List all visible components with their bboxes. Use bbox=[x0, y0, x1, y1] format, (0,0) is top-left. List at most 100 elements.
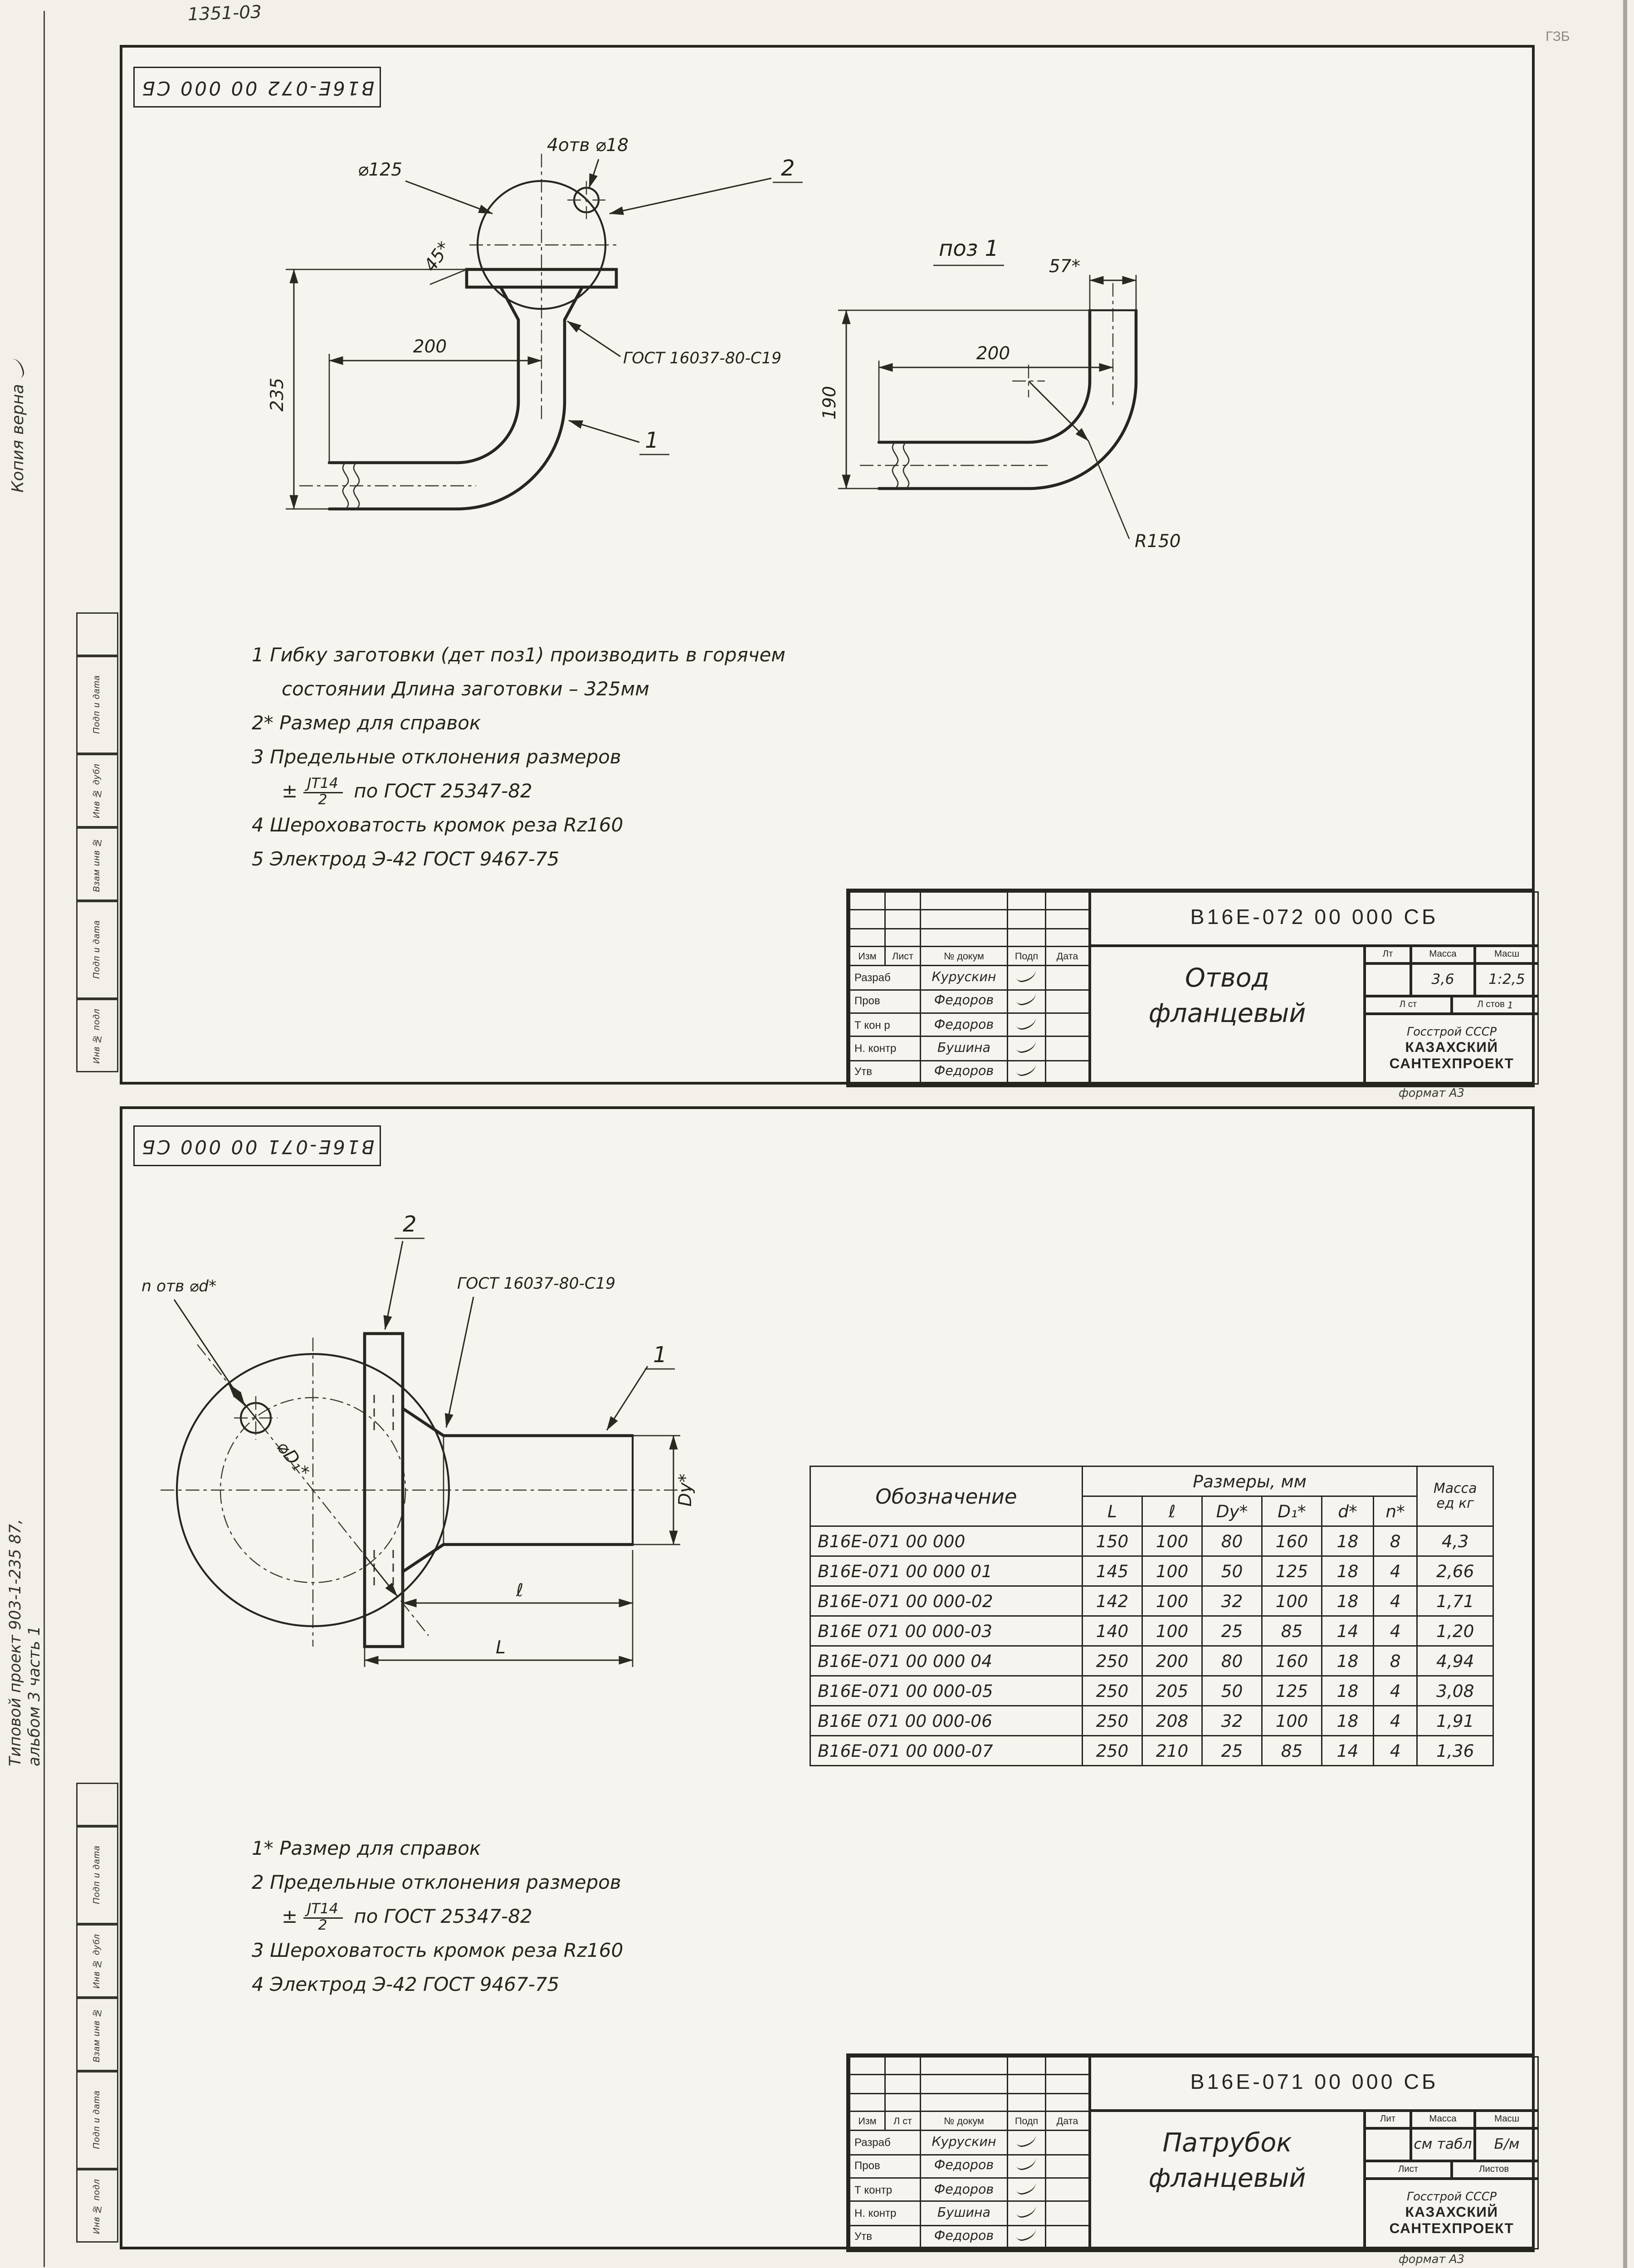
bend-outer-wall bbox=[455, 400, 566, 511]
change-row bbox=[849, 927, 1090, 947]
empty-cell bbox=[920, 909, 1008, 929]
value-cell: 208 bbox=[1141, 1705, 1203, 1736]
stamp-box-label: Взам инв № bbox=[93, 836, 102, 892]
format-label: формат А3 bbox=[1399, 1087, 1465, 1101]
pipe-walls bbox=[442, 1434, 634, 1546]
col-header: № докум bbox=[920, 2110, 1008, 2131]
product-title-line2: фланцевый bbox=[1148, 2164, 1306, 2194]
value-cell: 4,94 bbox=[1416, 1645, 1494, 1677]
signature-cell bbox=[1007, 965, 1046, 990]
doc-number: В16Е-072 00 000 СБ bbox=[1090, 891, 1539, 946]
tolerance-gost: по ГОСТ 25347-82 bbox=[354, 781, 532, 803]
label-bolt-holes: 4отв ⌀18 bbox=[547, 135, 629, 156]
empty-cell bbox=[920, 927, 1008, 947]
value-cell: 4 bbox=[1372, 1735, 1418, 1766]
value-cell: 3,08 bbox=[1416, 1675, 1494, 1706]
value-cell: 1,20 bbox=[1416, 1615, 1494, 1647]
designation-cell: В16Е-071 00 000 04 bbox=[810, 1645, 1083, 1677]
rotated-doc-stamp: В16Е-071 00 000 СБ bbox=[133, 1125, 381, 1166]
value-cell: 32 bbox=[1201, 1705, 1263, 1736]
tolerance-denominator: 2 bbox=[318, 791, 327, 808]
col-header: Дата bbox=[1045, 945, 1090, 967]
date-cell bbox=[1045, 1059, 1090, 1085]
stamp-box: Инв № дубл bbox=[76, 1924, 118, 1998]
value-cell: 160 bbox=[1261, 1645, 1322, 1677]
tolerance-sign: ± bbox=[282, 781, 298, 803]
signature-cell bbox=[1007, 2177, 1046, 2202]
flange-top-view-circle bbox=[476, 180, 607, 310]
col-header: Лист bbox=[884, 945, 921, 967]
format-label: формат А3 bbox=[1399, 2253, 1465, 2267]
org-line2: КАЗАХСКИЙ bbox=[1405, 1040, 1498, 1056]
note-line: 2 Предельные отклонения размеров bbox=[252, 1872, 621, 1894]
designation-cell: В16Е-071 00 000-02 bbox=[810, 1585, 1083, 1617]
pos-1-leader bbox=[606, 1366, 649, 1431]
value-cell: 4 bbox=[1372, 1555, 1418, 1587]
designation-cell: В16Е-071 00 000 bbox=[810, 1525, 1083, 1557]
mass-value: 3,6 bbox=[1411, 963, 1475, 996]
signature-cell bbox=[1007, 1036, 1046, 1061]
col-header-d1: D₁* bbox=[1261, 1496, 1322, 1527]
designation-cell: В16Е-071 00 000-07 bbox=[810, 1735, 1083, 1766]
stamp-box-label: Инв № дубл bbox=[93, 1933, 102, 1989]
change-row bbox=[849, 891, 1090, 911]
elbow-blank-drawing: поз 1 57* 200 190 bbox=[819, 236, 1181, 552]
value-cell: 145 bbox=[1082, 1555, 1143, 1587]
value-cell: 32 bbox=[1201, 1585, 1263, 1617]
bend-inner-wall bbox=[455, 400, 520, 464]
empty-cell bbox=[884, 2056, 921, 2076]
sheet-label: Лист bbox=[1365, 2161, 1452, 2179]
empty-cell bbox=[920, 891, 1008, 911]
radius-line bbox=[1028, 380, 1089, 442]
value-cell: 80 bbox=[1201, 1645, 1263, 1677]
note-line: 5 Электрод Э-42 ГОСТ 9467-75 bbox=[252, 849, 560, 871]
sheet-1-otvod: В16Е-072 00 000 СБ bbox=[120, 45, 1539, 1087]
stamp-box-label: Инв № подл bbox=[93, 2178, 102, 2234]
value-cell: 4,3 bbox=[1416, 1525, 1494, 1557]
date-cell bbox=[1045, 988, 1090, 1014]
note-line: 1 Гибку заготовки (дет поз1) производить… bbox=[252, 645, 785, 667]
bolt-holes-leader bbox=[173, 1299, 246, 1406]
empty-cell bbox=[849, 2074, 886, 2094]
stamp-box-label: Инв № подл bbox=[93, 1007, 102, 1064]
value-cell: 142 bbox=[1082, 1585, 1143, 1617]
designation-cell: В16Е-071 00 000-05 bbox=[810, 1675, 1083, 1706]
name-cell: Федоров bbox=[920, 1059, 1008, 1085]
weld-gost-label: ГОСТ 16037-80-С19 bbox=[623, 349, 781, 367]
organization-cell: Госстрой СССР КАЗАХСКИЙ САНТЕХПРОЕКТ bbox=[1365, 1014, 1539, 1085]
role-cell: Утв bbox=[849, 1059, 921, 1085]
org-line3: САНТЕХПРОЕКТ bbox=[1389, 1056, 1514, 1072]
org-line1: Госстрой СССР bbox=[1407, 2191, 1497, 2204]
value-cell: 200 bbox=[1141, 1645, 1203, 1677]
empty-cell bbox=[884, 927, 921, 947]
leader-bolt-holes bbox=[588, 159, 600, 188]
pipe-break-lines bbox=[892, 441, 910, 489]
empty-cell bbox=[849, 2092, 886, 2112]
name-cell: Федоров bbox=[920, 988, 1008, 1014]
value-cell: 1,71 bbox=[1416, 1585, 1494, 1617]
empty-cell bbox=[849, 909, 886, 929]
product-title: Отвод фланцевый bbox=[1090, 946, 1365, 1085]
signature-mark bbox=[1015, 1017, 1038, 1031]
empty-cell bbox=[1007, 2056, 1046, 2076]
mass-value: см табл bbox=[1411, 2128, 1475, 2161]
empty-cell bbox=[1045, 927, 1090, 947]
margin-rule bbox=[44, 11, 46, 2267]
note-line: состоянии Длина заготовки – 325мм bbox=[282, 679, 649, 701]
signature-mark bbox=[1015, 1064, 1038, 1078]
value-cell: 100 bbox=[1141, 1525, 1203, 1557]
change-row bbox=[849, 2092, 1090, 2112]
bolt-hole-crosshair bbox=[234, 1396, 278, 1440]
stamp-box: Инв № подл bbox=[76, 999, 118, 1072]
doc-number: В16Е-071 00 000 СБ bbox=[1090, 2056, 1539, 2111]
